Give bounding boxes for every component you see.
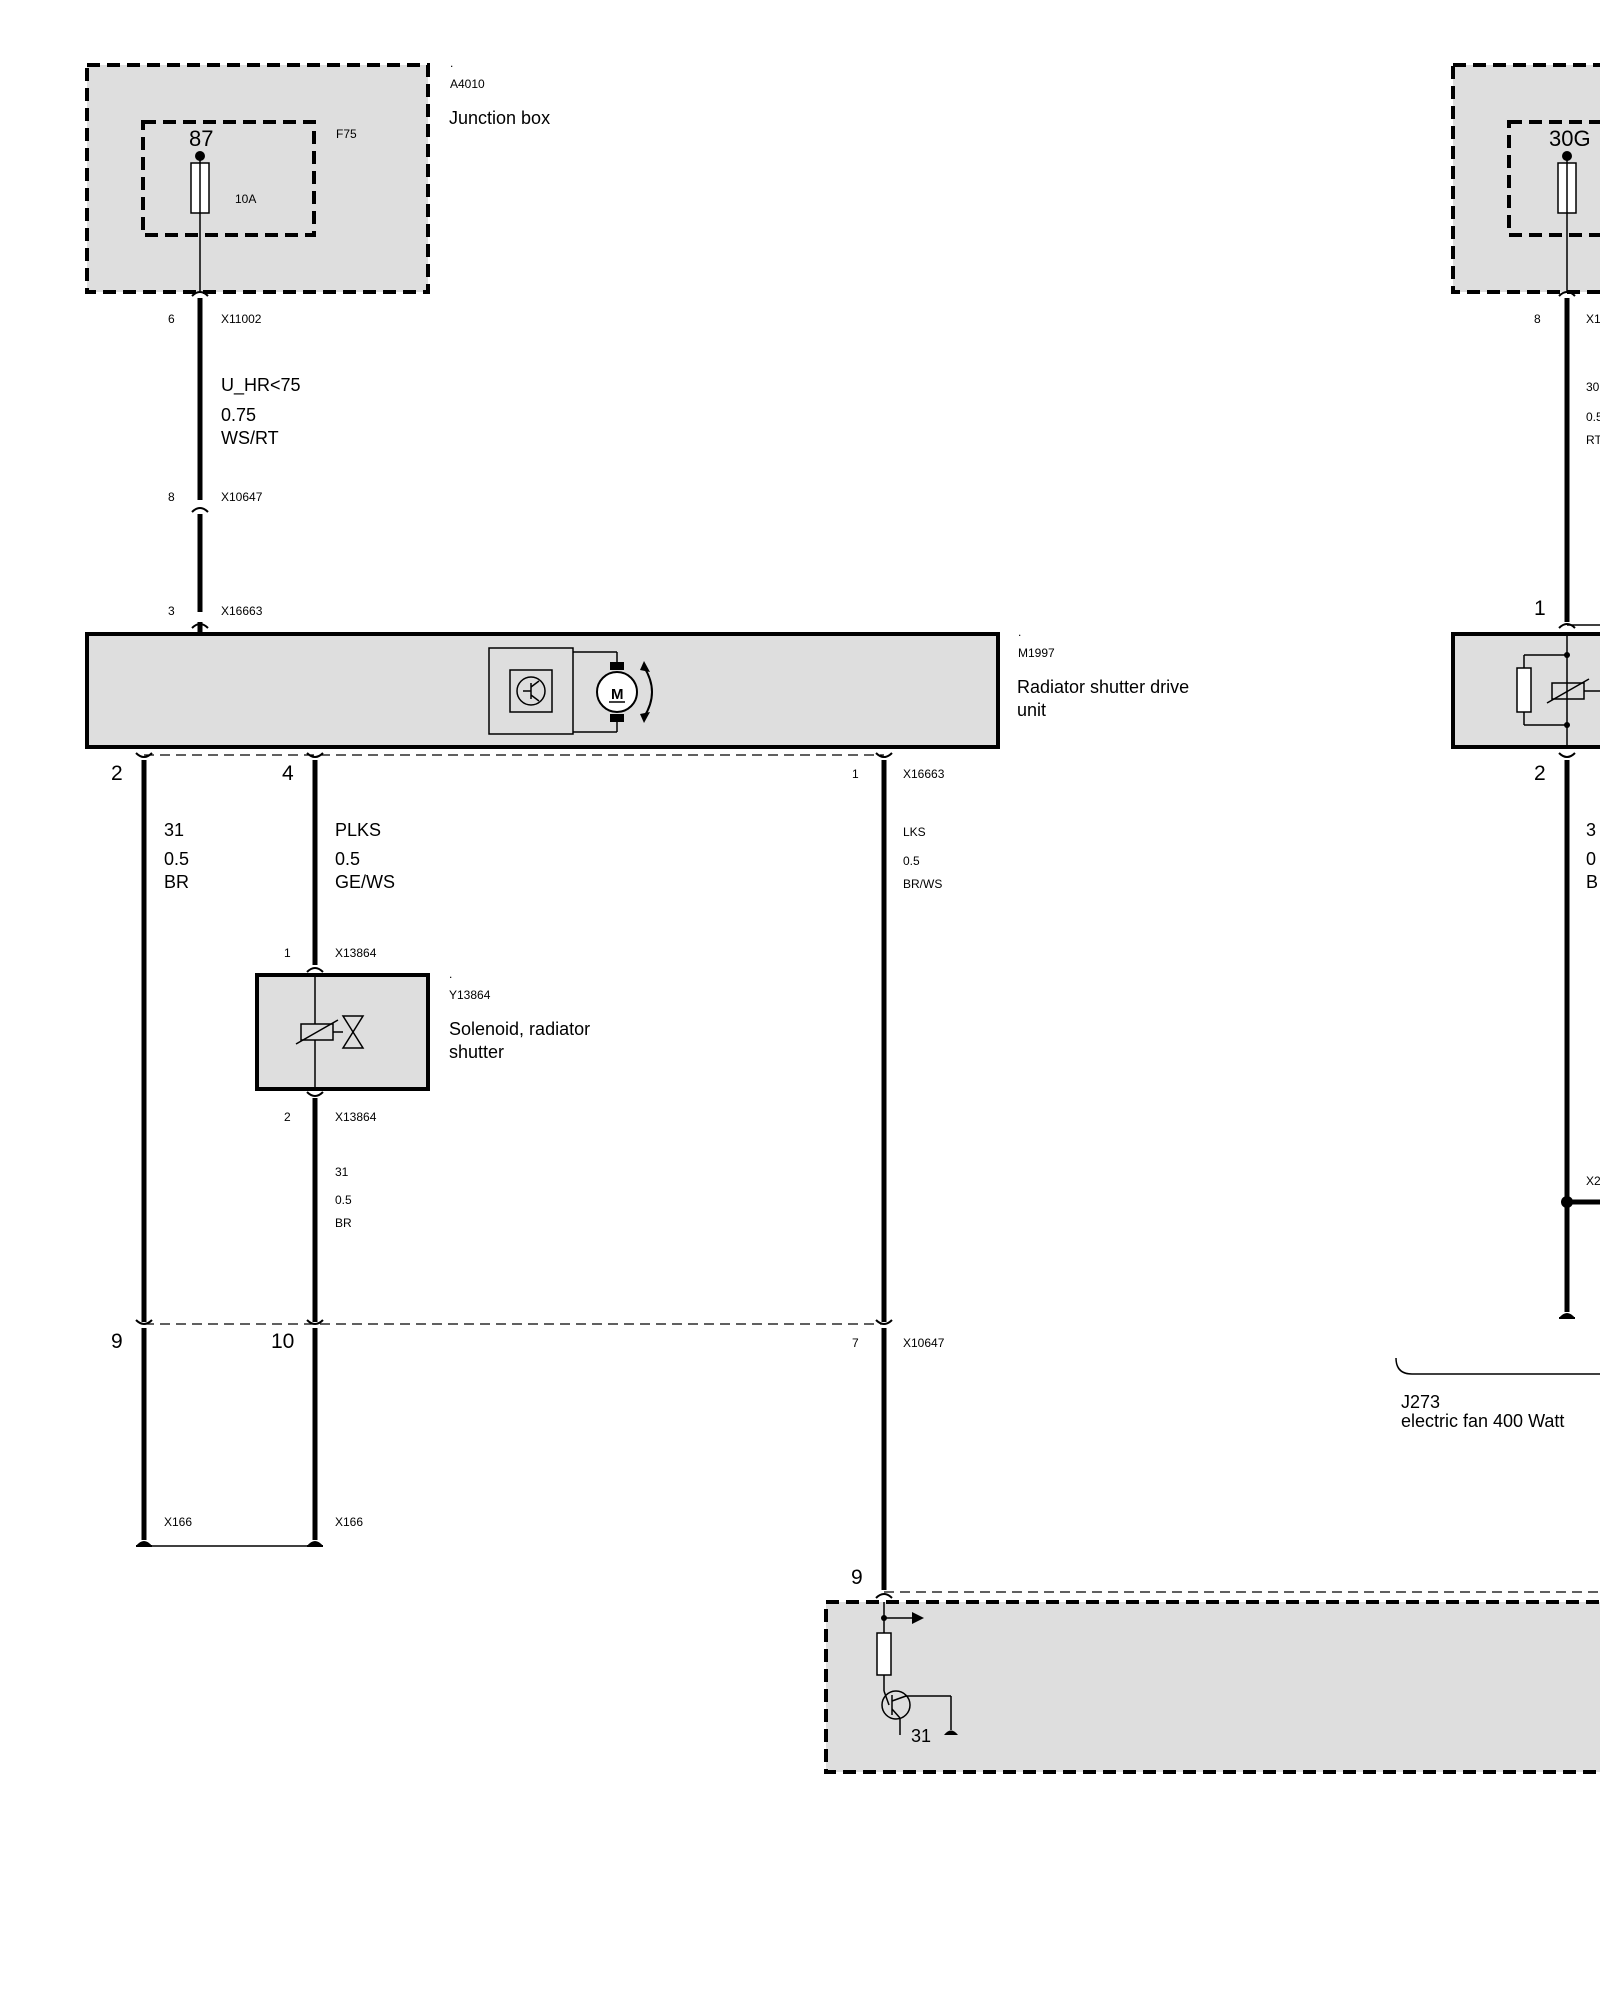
pin-label: 3	[168, 604, 175, 618]
wire-gauge-label: 0.5	[335, 849, 360, 869]
drive-unit-name-line2: unit	[1017, 700, 1046, 720]
wire-color-label: BR/WS	[903, 877, 942, 891]
group-bracket	[1395, 1357, 1600, 1375]
bracket-name: electric fan 400 Watt	[1401, 1411, 1564, 1431]
wire-color-label: BR	[335, 1216, 352, 1230]
control-module: 9 31	[824, 1566, 1600, 1774]
connector-label: X2	[1586, 1174, 1600, 1188]
drive-unit-id: M1997	[1018, 646, 1055, 660]
pin-label: 8	[168, 490, 175, 504]
bracket-id: J273	[1401, 1392, 1440, 1412]
pin-label: 10	[271, 1330, 294, 1353]
wire-signal-label: 31	[335, 1165, 349, 1179]
wire-color-label: WS/RT	[221, 428, 279, 448]
connector-label: X16663	[903, 767, 945, 781]
motor-icon	[596, 671, 638, 713]
wire-gauge-label: 0.5	[335, 1193, 352, 1207]
drive-unit: M . M1997 Radiator shutter drive unit	[85, 625, 1189, 749]
connector-label: X11002	[221, 312, 262, 326]
ground-icon	[944, 1730, 958, 1735]
pin-label: 7	[852, 1336, 859, 1350]
wire-uhr: 6 X11002 U_HR<75 0.75 WS/RT 8 X10647 3 X…	[168, 291, 301, 634]
right-partial-circuit: 30G 8 X1 30 0.5 RT 1 2 3 0 B X2 J2	[1395, 63, 1600, 1431]
wire-color-label: BR	[164, 872, 189, 892]
wire-signal-label: 31	[164, 820, 184, 840]
pin-label: 4	[282, 762, 294, 785]
resistor-icon	[1516, 667, 1532, 713]
valve-icon	[341, 1015, 365, 1034]
motor-symbol: M	[611, 686, 624, 703]
connector-label: X13864	[335, 1110, 377, 1124]
junction-box-id: A4010	[450, 77, 485, 91]
connector-label: X1	[1586, 312, 1600, 326]
wire-gauge-label: 0.75	[221, 405, 256, 425]
fuse-id-label: F75	[336, 127, 357, 141]
connector-label: X16663	[221, 604, 263, 618]
pin-label: 1	[284, 946, 291, 960]
ground-label: X166	[335, 1515, 363, 1529]
pin-label: 1	[852, 767, 859, 781]
connector-label: X13864	[335, 946, 377, 960]
wire-signal-label: 3	[1586, 820, 1596, 840]
fuse-terminal-label: 87	[189, 126, 213, 151]
wire-gauge-label: 0.5	[164, 849, 189, 869]
wire-gauge-label: 0.5	[903, 854, 920, 868]
pin-label: 9	[111, 1330, 123, 1353]
wire-signal-label: U_HR<75	[221, 375, 301, 396]
solenoid-dot: .	[449, 967, 452, 981]
solenoid-name-line1: Solenoid, radiator	[449, 1019, 590, 1039]
wire-31: 2 31 0.5 BR	[111, 752, 189, 1540]
transistor-icon	[516, 676, 546, 706]
ground-icon	[1559, 1313, 1575, 1318]
connector-label: X10647	[221, 490, 263, 504]
wire-solenoid-ground: 2 X13864 31 0.5 BR	[284, 1091, 377, 1540]
pin-label: 1	[1534, 597, 1546, 620]
wire-signal-label: 30	[1586, 380, 1600, 394]
junction-box-dot: .	[450, 56, 453, 70]
wire-gauge-label: 0	[1586, 849, 1596, 869]
resistor-icon	[876, 1632, 892, 1676]
fuse-rating-label: 10A	[235, 192, 256, 206]
wire-signal-label: LKS	[903, 825, 926, 839]
pin-label: 2	[284, 1110, 291, 1124]
pin-label: 8	[1534, 312, 1541, 326]
pin-label: 2	[111, 762, 123, 785]
junction-box-name: Junction box	[449, 108, 550, 128]
pin-label: 9	[851, 1566, 863, 1589]
transistor-icon	[881, 1690, 911, 1720]
junction-box: 87 F75 10A . A4010 Junction box	[85, 56, 550, 294]
ground-label: X166	[164, 1515, 192, 1529]
signal-arrow-icon	[912, 1612, 924, 1624]
pin-label: 6	[168, 312, 175, 326]
wire-color-label: B	[1586, 872, 1598, 892]
wire-color-label: GE/WS	[335, 872, 395, 892]
wire-gauge-label: 0.5	[1586, 410, 1600, 424]
fuse-terminal-label: 30G	[1549, 126, 1591, 151]
drive-unit-name-line1: Radiator shutter drive	[1017, 677, 1189, 697]
pin-label: 2	[1534, 762, 1546, 785]
wire-color-label: RT	[1586, 433, 1600, 447]
control-module-outline	[824, 1600, 1600, 1774]
wire-lks: 1 X16663 LKS 0.5 BR/WS	[852, 752, 945, 1599]
ground-terminals: X166 X166	[136, 1515, 363, 1547]
solenoid-name-line2: shutter	[449, 1042, 504, 1062]
right-fuse-box-outline	[1451, 63, 1600, 294]
solenoid-id: Y13864	[449, 988, 491, 1002]
junction-box-outline	[85, 63, 430, 294]
wire-plks: 4 PLKS 0.5 GE/WS 1 X13864	[282, 752, 395, 973]
wire-signal-label: PLKS	[335, 820, 381, 840]
ground-label: 31	[911, 1726, 931, 1746]
drive-unit-dot: .	[1018, 625, 1021, 639]
solenoid: . Y13864 Solenoid, radiator shutter	[255, 967, 590, 1091]
fuse-holder-outline	[141, 120, 316, 237]
connector-label: X10647	[903, 1336, 945, 1350]
